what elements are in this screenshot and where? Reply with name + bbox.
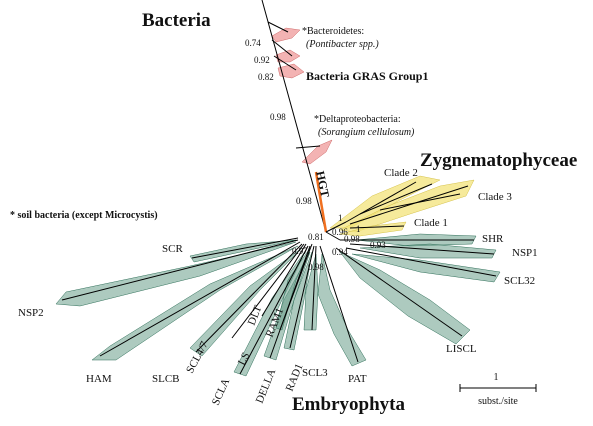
branch-bact-c — [273, 55, 297, 71]
label-della: DELLA — [254, 367, 279, 405]
bootstrap-1b: 1 — [356, 224, 361, 234]
hgt-branch — [314, 171, 328, 233]
branch-zyg-root — [325, 221, 347, 233]
bacteria-clade-a — [271, 27, 301, 43]
note-bacteroidetes: *Bacteroidetes: — [302, 26, 364, 37]
bacteria-clades — [271, 27, 333, 165]
bootstrap-1a: 1 — [338, 213, 343, 223]
label-scl47: SCL4/7 — [184, 339, 211, 375]
scale-bar-unit: subst./site — [478, 396, 518, 407]
label-clade2: Clade 2 — [384, 167, 418, 179]
branch-scl3 — [311, 245, 317, 331]
branch-bact-b — [271, 39, 293, 57]
scale-bar: 1 subst./site — [459, 372, 537, 407]
branch-clade3-a — [349, 185, 469, 225]
branch-slcb — [195, 243, 303, 353]
branch-clade2-b — [359, 183, 433, 215]
bootstrap-096: 0.96 — [332, 227, 348, 237]
bootstrap-098-hgt: 0.98 — [296, 196, 312, 206]
label-liscl: LISCL — [446, 343, 477, 355]
branch-ram1 — [279, 243, 313, 331]
bootstrap-094: 0.94 — [332, 247, 348, 257]
nsp2-fan — [55, 241, 297, 307]
label-shr: SHR — [482, 233, 504, 245]
label-pat: PAT — [348, 373, 367, 385]
note-pontibacter: (Pontibacter spp.) — [306, 39, 379, 50]
branch-nsp1 — [349, 243, 495, 255]
label-scr: SCR — [162, 243, 183, 255]
label-scl3: SCL3 — [302, 367, 328, 379]
branch-clade2-a — [345, 181, 417, 223]
bootstrap-098-top: 0.98 — [270, 112, 286, 122]
bootstrap-097: 0.97 — [292, 246, 308, 256]
label-ls: LS — [236, 351, 252, 368]
embryophyta-title: Embryophyta — [292, 394, 405, 415]
branch-nsp2 — [61, 239, 299, 301]
note-deltaproteobacteria: *Deltaproteobacteria: — [314, 114, 401, 125]
bootstrap-081: 0.81 — [308, 232, 324, 242]
bootstrap-098-mid: 0.98 — [308, 262, 324, 272]
bootstrap-074: 0.74 — [245, 38, 261, 48]
zygnematophyceae-title: Zygnematophyceae — [420, 150, 577, 171]
label-nsp1: NSP1 — [512, 247, 538, 259]
backbone — [261, 0, 327, 233]
bootstrap-values: 0.74 0.92 0.82 0.98 0.98 0.81 0.97 0.98 … — [245, 38, 386, 272]
bootstrap-082: 0.82 — [258, 72, 274, 82]
branch-ham — [99, 241, 301, 357]
branch-liscl — [335, 247, 463, 337]
bacteria-clade-c — [277, 63, 305, 79]
ram1-fan — [275, 247, 311, 331]
label-scla: SCLA — [210, 377, 232, 408]
rad1-fan — [283, 251, 313, 351]
scale-bar-value: 1 — [494, 372, 499, 383]
bootstrap-098-shr: 0.98 — [344, 234, 360, 244]
liscl-fan — [339, 251, 471, 345]
tree-branches — [61, 0, 497, 375]
bacteria-clade-d — [301, 139, 333, 165]
bacteria-gras-group1-title: Bacteria GRAS Group1 — [306, 69, 428, 83]
branch-scla — [239, 245, 309, 375]
label-ham: HAM — [86, 373, 112, 385]
pat-fan — [317, 253, 367, 367]
branch-bact-a — [267, 21, 289, 33]
scr-fan — [189, 239, 297, 263]
branch-emb-root — [325, 231, 341, 241]
label-clade1: Clade 1 — [414, 217, 448, 229]
branch-scl32 — [345, 247, 497, 277]
branch-rad1 — [289, 245, 315, 349]
branch-bact-d — [295, 145, 321, 149]
label-clade3: Clade 3 — [478, 191, 512, 203]
branch-pat — [319, 245, 359, 363]
note-sorangium: (Sorangium cellulosum) — [318, 127, 415, 138]
label-scl32: SCL32 — [504, 275, 535, 287]
bootstrap-093: 0.93 — [370, 240, 386, 250]
branch-clade1 — [349, 225, 405, 229]
bootstrap-092: 0.92 — [254, 55, 270, 65]
branch-scl47 — [231, 243, 305, 339]
hgt-label: HGT — [313, 170, 332, 199]
label-nsp2: NSP2 — [18, 307, 44, 319]
bacteria-clade-b — [275, 49, 301, 63]
branch-dlt — [261, 243, 307, 317]
embryophyta-clades — [55, 233, 501, 377]
scl32-fan — [351, 253, 501, 283]
label-slcb: SLCB — [152, 373, 180, 385]
branch-clade3-b — [379, 193, 461, 211]
note-soil-bacteria: * soil bacteria (except Microcystis) — [10, 210, 158, 221]
bacteria-title: Bacteria — [142, 10, 211, 31]
branch-scr — [191, 237, 299, 259]
